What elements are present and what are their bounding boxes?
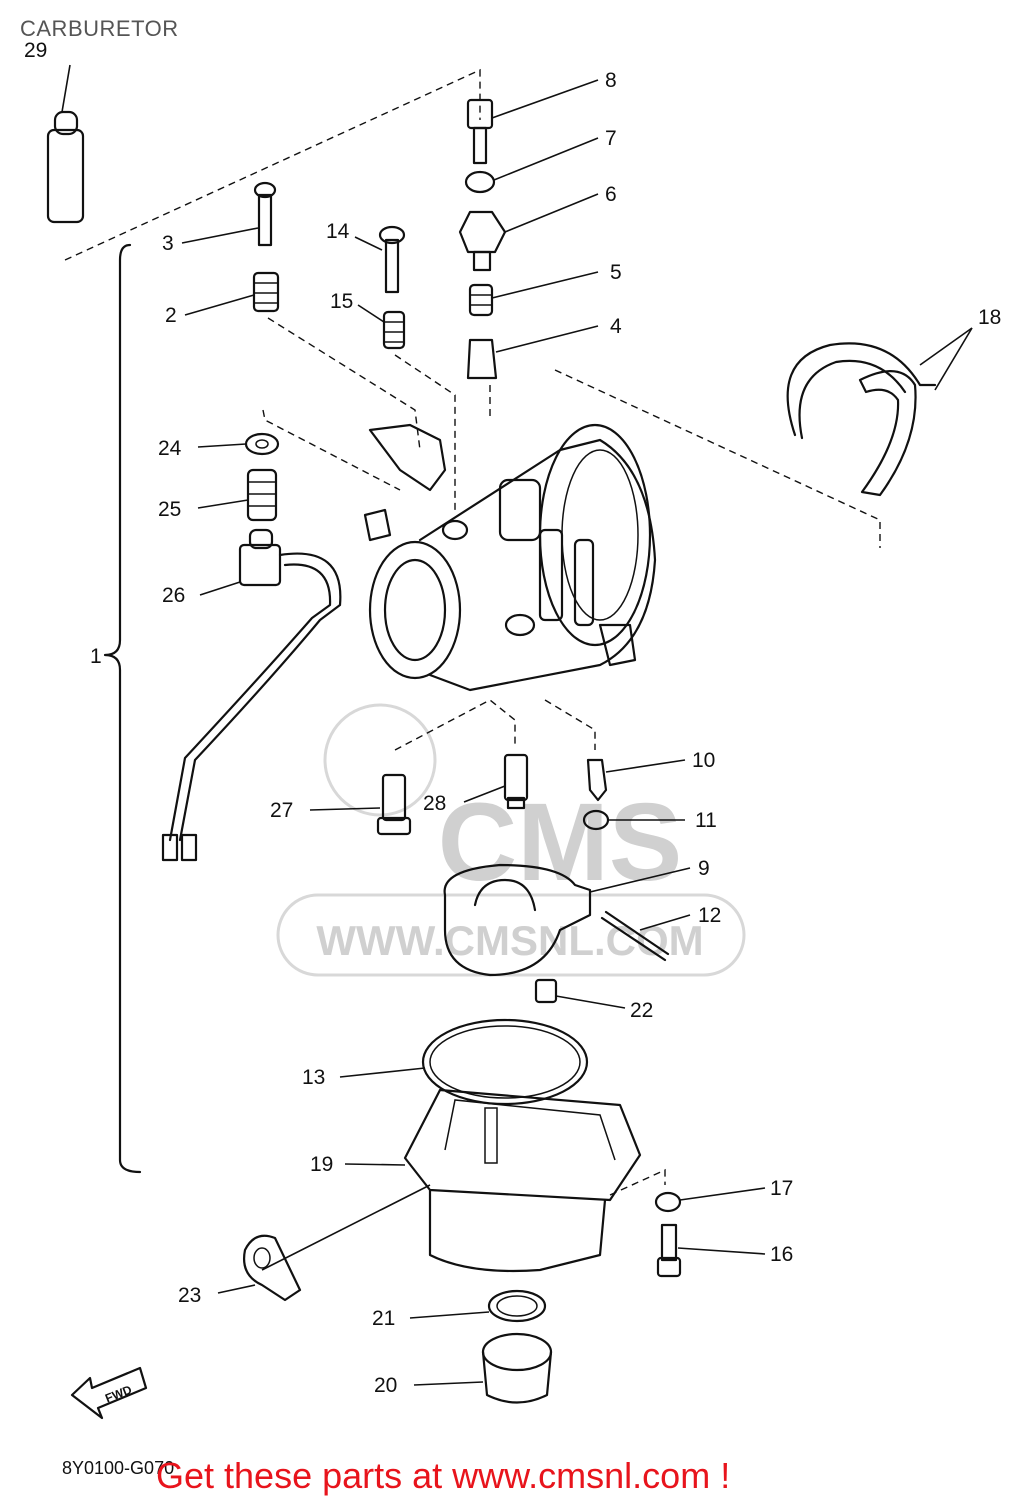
callout-12: 12 — [698, 904, 721, 927]
part-18-hose — [786, 342, 937, 497]
part-26-sensor-with-wire — [161, 528, 342, 862]
callout-9: 9 — [698, 857, 710, 880]
callout-1: 1 — [90, 645, 102, 668]
part-2-spring — [252, 271, 280, 313]
callout-27: 27 — [270, 799, 293, 822]
part-13-gasket — [421, 1018, 589, 1106]
watermark-text: WWW.CMSNL.COM — [316, 917, 703, 964]
part-21-o-ring — [487, 1289, 547, 1323]
callout-4: 4 — [610, 315, 622, 338]
callout-18: 18 — [978, 306, 1001, 329]
leader-lines — [61, 64, 973, 1386]
part-27-jet — [376, 773, 412, 836]
assembly-lines — [64, 68, 881, 1196]
part-9-float — [443, 863, 592, 977]
part-3-screw — [253, 181, 277, 247]
callout-8: 8 — [605, 69, 617, 92]
callout-15: 15 — [330, 290, 353, 313]
part-4-needle — [466, 338, 498, 380]
callout-21: 21 — [372, 1307, 395, 1330]
part-16-bolt — [656, 1223, 682, 1278]
callout-16: 16 — [770, 1243, 793, 1266]
fwd-arrow-icon: FWD — [70, 1366, 148, 1420]
part-5-spring — [468, 283, 494, 317]
footer-link[interactable]: Get these parts at www.cmsnl.com ! — [156, 1455, 731, 1496]
callout-22: 22 — [630, 999, 653, 1022]
callout-6: 6 — [605, 183, 617, 206]
part-29-tube — [46, 110, 85, 224]
callout-24: 24 — [158, 437, 182, 460]
part-25-spring — [246, 468, 278, 522]
callout-23: 23 — [178, 1284, 201, 1307]
callout-20: 20 — [374, 1374, 397, 1397]
callout-11: 11 — [695, 809, 717, 832]
part-20-drain-plug — [481, 1332, 553, 1404]
callout-labels: 29 3 2 14 15 8 7 6 5 4 18 24 25 26 1 27 … — [24, 39, 1001, 1397]
drawing-code: 8Y0100-G070 — [62, 1458, 175, 1478]
cmsnl-watermark: WWW.CMSNL.COM CMS — [276, 703, 746, 977]
callout-2: 2 — [165, 304, 177, 327]
part-22-jet — [534, 978, 558, 1004]
callout-13: 13 — [302, 1066, 325, 1089]
part-6-valve-seat — [458, 210, 507, 272]
callout-14: 14 — [326, 220, 350, 243]
callout-3: 3 — [162, 232, 174, 255]
part-24-washer — [244, 432, 280, 456]
part-17-nut — [654, 1191, 682, 1213]
part-28-jet — [503, 753, 529, 810]
assembly-bracket — [103, 243, 142, 1174]
callout-10: 10 — [692, 749, 715, 772]
carburetor-body — [363, 423, 657, 692]
callout-17: 17 — [770, 1177, 793, 1200]
callout-25: 25 — [158, 498, 181, 521]
callout-28: 28 — [423, 792, 446, 815]
callout-19: 19 — [310, 1153, 333, 1176]
fwd-label: FWD — [103, 1382, 134, 1405]
callout-29: 29 — [24, 39, 47, 62]
callout-7: 7 — [605, 127, 617, 150]
callout-26: 26 — [162, 584, 185, 607]
part-12-pin — [600, 910, 670, 962]
watermark-logo: CMS — [438, 781, 682, 904]
part-23-clamp — [243, 1234, 302, 1302]
callout-5: 5 — [610, 261, 622, 284]
part-19-float-bowl — [403, 1088, 642, 1273]
part-10-needle-valve — [586, 758, 608, 802]
part-15-spring — [382, 310, 406, 350]
diagram-title: CARBURETOR — [20, 16, 179, 41]
part-7-nut — [464, 170, 496, 194]
part-8-bolt — [466, 98, 494, 165]
part-14-screw — [378, 225, 406, 294]
